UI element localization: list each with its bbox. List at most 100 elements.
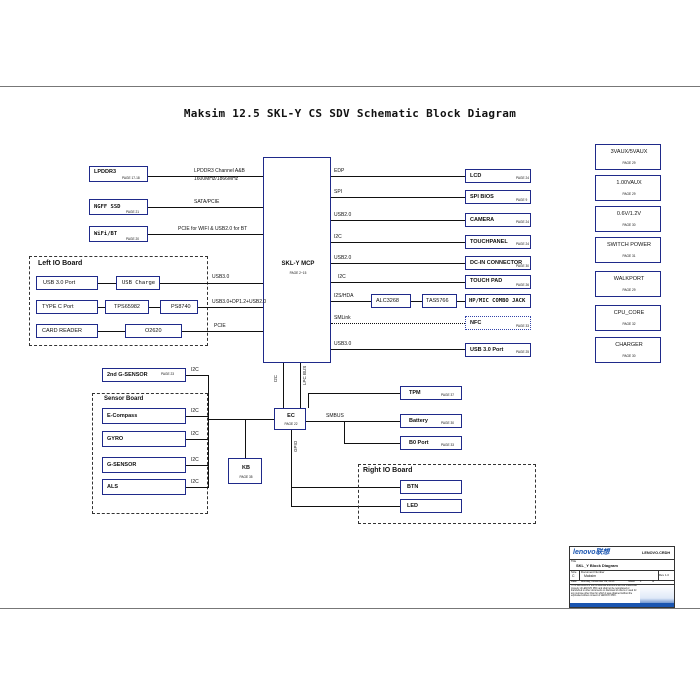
cpu-label: SKL-Y MCP <box>281 261 315 267</box>
nfc-page: PAGE 33 <box>516 324 530 328</box>
second-gsensor-page: PAGE 23 <box>161 372 175 376</box>
net-usb20-a: USB2.0 <box>334 212 352 218</box>
kb-label: KB <box>242 465 250 471</box>
i2s-line <box>331 301 371 302</box>
net-lpddr3-1: LPDDR3 Channel A&B <box>194 168 245 174</box>
ssd-line <box>148 207 263 208</box>
tps65982-label: TPS65982 <box>114 304 140 310</box>
touchpad-label: TOUCH PAD <box>470 278 503 284</box>
tb-line-1 <box>570 559 674 560</box>
gsensor2-line <box>186 375 208 376</box>
o2620-label: O2620 <box>145 328 162 334</box>
als-block: ALS <box>102 479 186 495</box>
tb-size-label: Size <box>571 570 577 574</box>
spi-line <box>331 197 465 198</box>
lcd-label: LCD <box>470 173 482 179</box>
sensor-board <box>92 393 208 514</box>
led-label: LED <box>407 503 418 509</box>
net-i2c-als: I2C <box>191 479 199 485</box>
power-label: CHARGER <box>615 342 643 348</box>
tps65982-block: TPS65982 <box>105 300 149 314</box>
cpu-block: SKL-Y MCP PAGE 2~15 <box>263 157 331 363</box>
touchpanel-block: TOUCHPANEL PAGE 24 <box>465 235 531 249</box>
tb-sheet-label: Sheet <box>628 580 635 583</box>
net-ec-i2c: I2C <box>273 374 278 382</box>
tb-line-3 <box>570 580 674 581</box>
lcd-block: LCD PAGE 24 <box>465 169 531 183</box>
ecompass-label: E-Compass <box>107 413 138 419</box>
power-label: 0.6V/1.2V <box>616 211 642 217</box>
tas5766-block: TAS5766 <box>422 294 457 308</box>
ngff-ssd-label: NGFF SSD <box>94 204 121 210</box>
power-block: WALKPORT PAGE 29 <box>595 271 661 297</box>
card-reader-label: CARD READER <box>42 328 83 334</box>
tb-of-label: of <box>652 580 655 583</box>
tb-logo-graphic <box>640 585 674 607</box>
gyro-line <box>186 439 208 440</box>
kb-page: PAGE 35 <box>239 475 253 479</box>
b0-port-label: B0 Port <box>409 440 429 446</box>
tas5766-label: TAS5766 <box>426 298 449 304</box>
o2620-block: O2620 <box>125 324 182 338</box>
wifi-bt-label: WiFi/BT <box>94 231 118 237</box>
net-i2c-gs2: I2C <box>191 367 199 373</box>
usb20-dcin-line <box>331 263 465 264</box>
sensor-bus-line <box>208 375 209 488</box>
nfc-label: NFC <box>470 320 482 326</box>
camera-label: CAMERA <box>470 217 495 223</box>
gsensor-block: G-SENSOR <box>102 457 186 473</box>
ecompass-block: E-Compass <box>102 408 186 424</box>
lpddr3-line <box>148 176 263 177</box>
cpu-ec-lpc-line <box>300 363 301 408</box>
usb-charge-label: USB Charge <box>122 280 156 286</box>
tb-title-label: Title <box>571 559 577 563</box>
net-usb20-b: USB2.0 <box>334 255 352 261</box>
usb20-camera-line <box>331 220 465 221</box>
typec-port-label: TYPE C Port <box>42 304 74 310</box>
net-i2c-ecompass: I2C <box>191 408 199 414</box>
net-pcie: PCIE <box>214 323 226 329</box>
tpm-vert-line <box>308 393 309 408</box>
tb-bottom-bar <box>570 603 674 607</box>
als-label: ALS <box>107 484 118 490</box>
power-page: PAGE 29 <box>622 288 636 292</box>
tb-date-label: Date: <box>571 580 578 583</box>
camera-page: PAGE 24 <box>516 220 530 224</box>
diagram-title: Maksim 12.5 SKL-Y CS SDV Schematic Block… <box>183 107 517 120</box>
touchpanel-label: TOUCHPANEL <box>470 239 508 245</box>
title-block: lenovo联想 LENOVO.CRDH Title SKL_Y Block D… <box>569 546 675 608</box>
usb3-line <box>160 283 263 284</box>
tb-line-4 <box>570 584 674 585</box>
b0-line <box>344 443 400 444</box>
power-block: 1.00VAUX PAGE 29 <box>595 175 661 201</box>
gsensor-label: G-SENSOR <box>107 462 137 468</box>
right-usb30-port-block: USB 3.0 Port PAGE 25 <box>465 343 531 357</box>
frame-top-line <box>0 86 700 87</box>
net-gpio: GPIO <box>293 440 298 452</box>
tb-doc-label: Document Number <box>581 570 605 574</box>
power-page: PAGE 29 <box>622 161 636 165</box>
i2c-touchpanel-line <box>331 242 465 243</box>
tb-vline-2 <box>658 570 659 580</box>
gyro-label: GYRO <box>107 436 124 442</box>
led-block: LED <box>400 499 462 513</box>
net-lpc-bus: LPC BUS <box>302 365 307 385</box>
tb-title: SKL_Y Block Diagram <box>576 563 618 568</box>
right-usb30-port-page: PAGE 25 <box>516 350 530 354</box>
btn-line <box>291 487 400 488</box>
led-line <box>291 506 400 507</box>
smlink-line <box>331 323 465 324</box>
power-page: PAGE 30 <box>622 223 636 227</box>
left-io-board <box>29 256 208 346</box>
tps-ps-line <box>149 307 160 308</box>
lpddr3-page: PAGE 17-18 <box>122 176 140 180</box>
left-usb30-port: USB 3.0 Port <box>36 276 98 290</box>
card-reader-block: CARD READER <box>36 324 98 338</box>
dcin-label: DC-IN CONNECTOR <box>470 260 523 266</box>
net-i2s-hda: I2S/HDA <box>334 293 354 299</box>
company-name: LENOVO.CRDH <box>642 551 671 555</box>
btn-label: BTN <box>407 484 419 490</box>
sensor-ec-line <box>208 419 274 420</box>
gpio-line <box>291 430 292 506</box>
